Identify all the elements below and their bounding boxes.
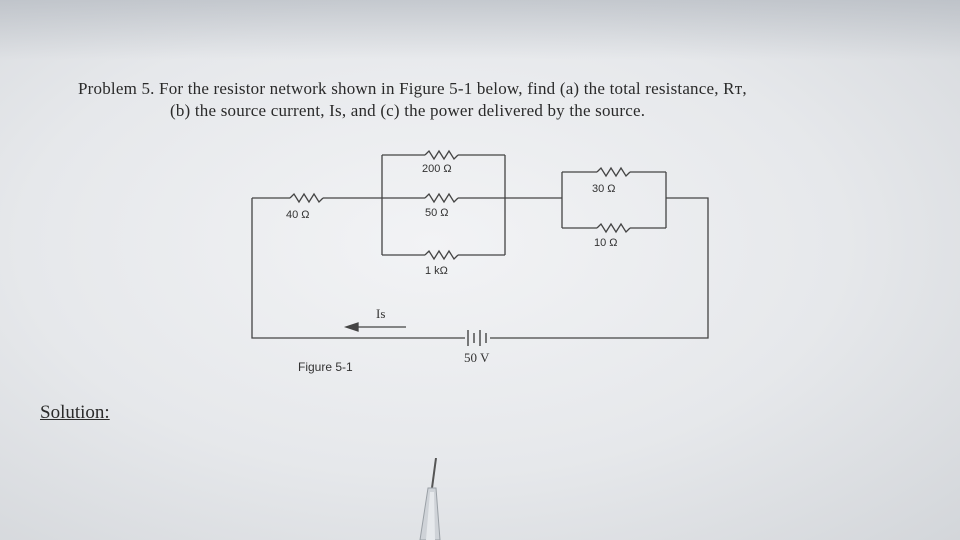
resistor-50-ohm	[424, 192, 459, 204]
label-10-ohm: 10 Ω	[594, 237, 618, 249]
solution-heading: Solution:	[40, 402, 110, 423]
wire-right	[490, 197, 709, 339]
resistor-40-ohm	[289, 192, 324, 204]
label-30-ohm: 30 Ω	[592, 183, 616, 195]
figure-caption: Figure 5-1	[298, 360, 353, 374]
problem-statement: Problem 5. For the resistor network show…	[78, 78, 938, 122]
label-current-is: Is	[376, 306, 385, 321]
resistor-200-ohm	[424, 149, 459, 161]
resistor-30-ohm	[596, 166, 631, 178]
label-40-ohm: 40 Ω	[286, 209, 310, 221]
current-arrow	[343, 322, 406, 332]
resistor-10-ohm	[596, 222, 631, 234]
wire-left	[251, 198, 465, 339]
pencil-tip	[419, 458, 441, 540]
problem-line-1: Problem 5. For the resistor network show…	[78, 79, 747, 98]
problem-line-2: (b) the source current, Is, and (c) the …	[170, 101, 646, 120]
label-1k-ohm: 1 kΩ	[425, 265, 448, 277]
battery-symbol	[467, 330, 487, 346]
label-200-ohm: 200 Ω	[422, 163, 452, 175]
resistor-1k-ohm	[424, 249, 459, 261]
label-50-ohm: 50 Ω	[425, 207, 449, 219]
label-source-50v: 50 V	[464, 350, 490, 365]
photo-shadow	[0, 0, 960, 60]
